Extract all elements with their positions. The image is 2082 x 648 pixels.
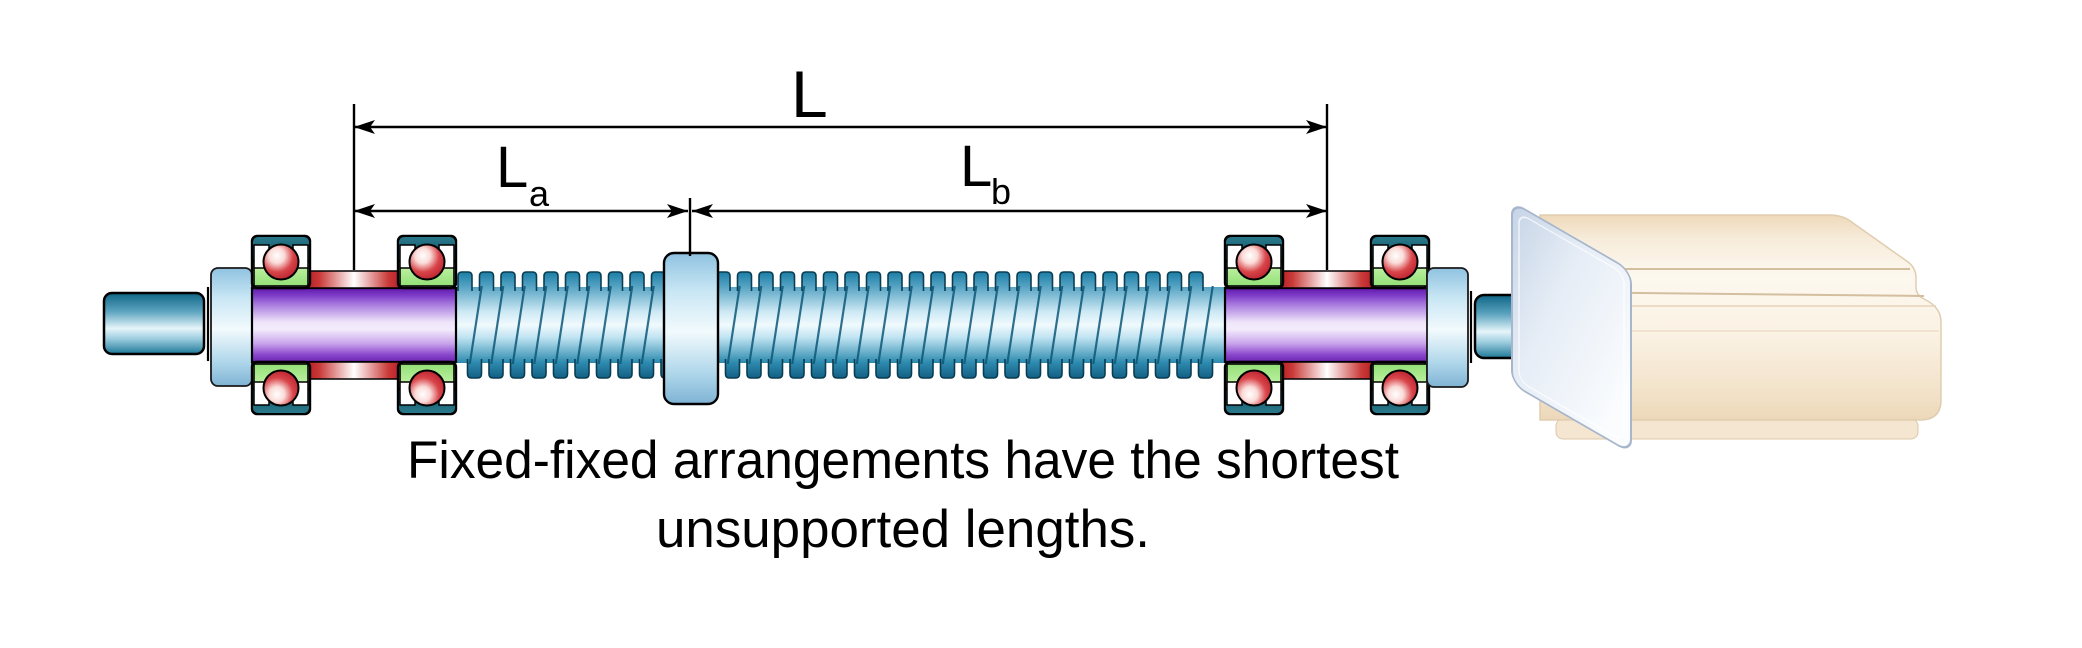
arrow-Lb-left	[692, 204, 713, 218]
arrow-La-left	[354, 204, 375, 218]
bearing	[250, 360, 312, 416]
bearing	[396, 360, 458, 416]
dimension-arrowheads	[354, 120, 1327, 218]
right-collar	[1426, 267, 1469, 388]
left-block-spacer-top	[299, 270, 409, 289]
motor-mount-plate	[1511, 206, 1632, 449]
bearing	[1223, 360, 1285, 416]
bearing	[1369, 360, 1431, 416]
arrow-Lb-right	[1306, 204, 1327, 218]
left-collar	[210, 267, 253, 387]
caption-line-2: unsupported lengths.	[656, 500, 1150, 559]
arrow-L-right	[1306, 120, 1327, 134]
left-bearing-block	[250, 234, 458, 416]
bearing	[1223, 234, 1285, 290]
dimension-annotations	[352, 104, 1329, 270]
label-Lb-main: L	[960, 134, 992, 199]
caption: Fixed-fixed arrangements have the shorte…	[407, 431, 1399, 559]
caption-line-1: Fixed-fixed arrangements have the shorte…	[407, 431, 1399, 490]
label-L: L	[791, 57, 828, 131]
arrow-La-right	[667, 204, 688, 218]
label-La-sub: a	[529, 173, 550, 214]
ball-nut	[662, 251, 720, 406]
right-block-spacer-top	[1272, 270, 1382, 289]
left-block-spacer-bottom	[299, 361, 409, 380]
left-journal-stub	[102, 291, 206, 356]
right-bearing-block	[1223, 234, 1431, 416]
right-block-spacer-bottom	[1272, 361, 1382, 380]
bearing	[396, 234, 458, 290]
left-shaft-journal	[102, 267, 253, 387]
motor-housing	[1539, 214, 1942, 421]
bearing	[1369, 234, 1431, 290]
label-Lb-sub: b	[991, 171, 1011, 212]
bearing	[250, 234, 312, 290]
arrow-L-left	[354, 120, 375, 134]
ball-screw-thread	[450, 271, 1232, 379]
label-La-main: L	[496, 135, 528, 200]
right-block-shaft	[1223, 286, 1431, 364]
left-block-shaft	[250, 286, 458, 364]
